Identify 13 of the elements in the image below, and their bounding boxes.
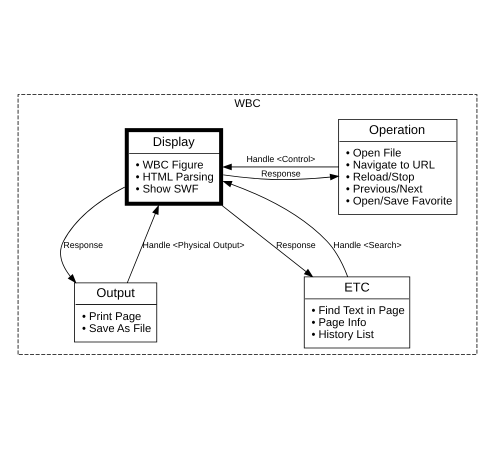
edge-label: Response [63,240,103,250]
arrow [222,180,348,278]
edge-label: Response [276,240,316,250]
arrow [222,174,340,180]
edge-label: Handle <Control> [246,154,316,164]
arrow [222,164,339,170]
edge-label: Response [261,168,301,178]
arrow [126,204,159,284]
arrow [222,205,314,278]
edge-label: Handle <Physical Output> [142,240,245,250]
node-box: Display • WBC Figure • HTML Parsing • Show SWF [124,128,224,206]
arrow [60,186,126,284]
edge-label: Handle <Search> [333,240,402,250]
